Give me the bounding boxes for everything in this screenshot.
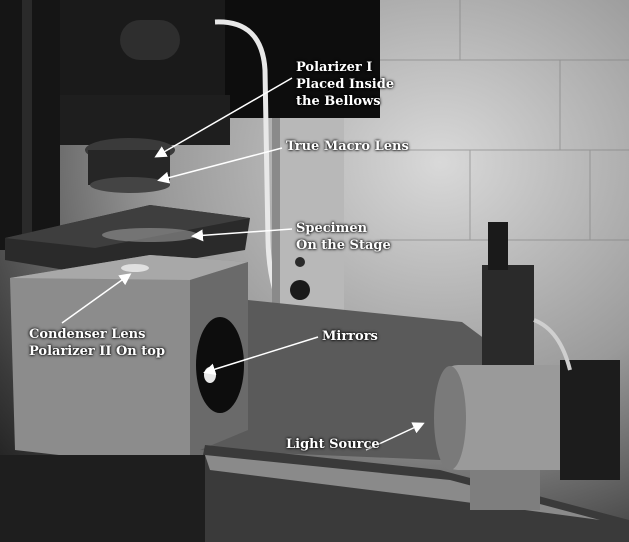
label-light-source: Light Source — [286, 436, 380, 453]
label-line: Placed Inside — [296, 77, 395, 92]
label-line: Light Source — [286, 437, 380, 452]
brick-wall — [380, 0, 629, 241]
label-line: Condenser Lens — [29, 327, 146, 342]
specimen-slide — [102, 228, 198, 242]
label-line: True Macro Lens — [286, 139, 409, 154]
label-polarizer-i: Polarizer I Placed Inside the Bellows — [296, 59, 394, 110]
light-source — [440, 365, 590, 470]
label-condenser: Condenser Lens Polarizer II On top — [29, 326, 165, 360]
label-line: Polarizer II On top — [29, 344, 166, 359]
label-mirrors: Mirrors — [322, 328, 378, 345]
label-line: Mirrors — [322, 329, 378, 344]
power-supply — [482, 265, 534, 365]
condenser-lens — [121, 264, 149, 272]
mirror-port — [196, 317, 244, 413]
label-line: the Bellows — [296, 94, 381, 109]
label-line: Specimen — [296, 221, 368, 236]
label-specimen: Specimen On the Stage — [296, 220, 391, 254]
label-true-macro-lens: True Macro Lens — [286, 138, 409, 155]
label-line: Polarizer I — [296, 60, 373, 75]
label-line: On the Stage — [296, 238, 391, 253]
